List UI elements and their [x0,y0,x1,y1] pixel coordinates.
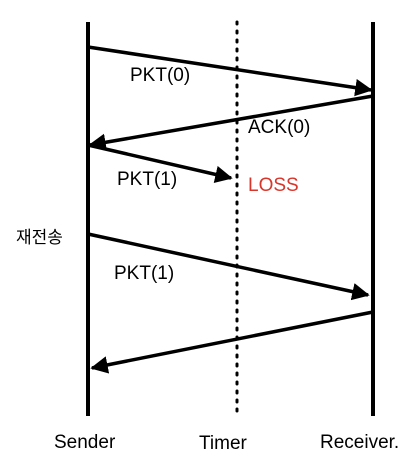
ack0-label: ACK(0) [248,117,310,138]
pkt1-resend-arrow [87,232,370,301]
pkt1-lost-label: PKT(1) [117,169,177,190]
response-arrow [90,310,374,374]
sender-lane-label: Sender [54,432,116,453]
pkt1-lost-arrow [87,143,233,183]
receiver-lane-label: Receiver. [320,432,399,453]
timer-lane-label: Timer [199,433,248,454]
loss-label: LOSS [248,175,299,196]
pkt0-arrow [87,45,373,97]
pkt0-label: PKT(0) [130,65,190,86]
retransmit-label: 재전송 [16,228,63,248]
ack0-arrow [88,94,374,151]
pkt1-resend-label: PKT(1) [114,263,174,284]
